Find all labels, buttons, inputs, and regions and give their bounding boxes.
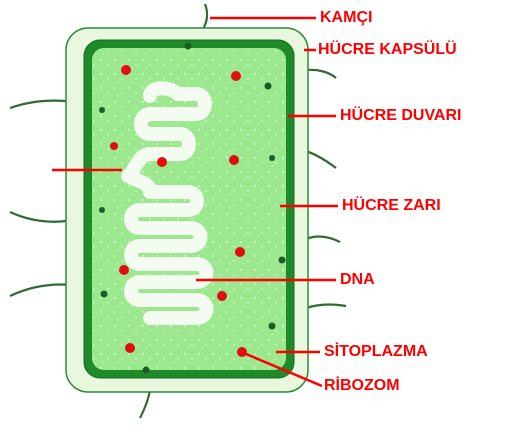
label-flagellum: KAMÇI	[320, 9, 373, 26]
label-cytoplasm: SİTOPLAZMA	[324, 343, 428, 360]
ribosome	[235, 247, 245, 257]
ribosome	[110, 142, 118, 150]
label-dna: DNA	[340, 271, 375, 288]
flagella-anchors	[99, 42, 286, 374]
ribosome	[121, 65, 131, 75]
dna-strand	[121, 81, 214, 325]
ribosome	[229, 155, 239, 165]
ribosome	[237, 347, 247, 357]
ribosome	[157, 157, 167, 167]
label-cell-wall: HÜCRE DUVARI	[340, 107, 462, 124]
ribosome	[217, 291, 227, 301]
ribosomes	[110, 65, 247, 357]
ribosome	[119, 265, 129, 275]
label-cell-membrane: HÜCRE ZARI	[342, 197, 441, 214]
ribosome	[125, 343, 135, 353]
pointer-lines	[52, 16, 338, 388]
pointer-ribosome	[245, 352, 323, 388]
label-capsule: HÜCRE KAPSÜLÜ	[318, 41, 457, 58]
ribosome	[231, 71, 241, 81]
label-ribosome: RİBOZOM	[324, 377, 400, 394]
